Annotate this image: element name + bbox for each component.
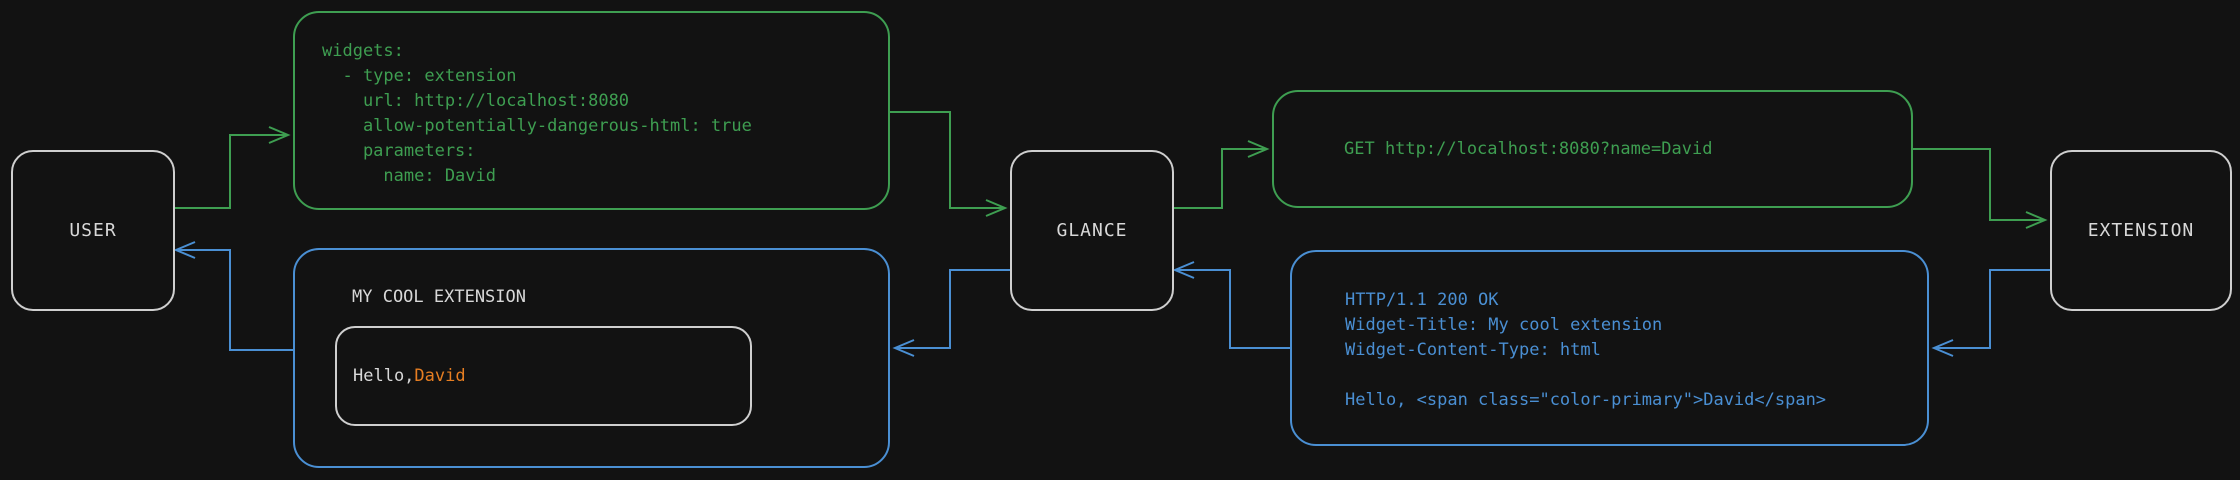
arrow-glance-to-request — [1170, 140, 1270, 209]
user-node: USER — [11, 150, 175, 311]
arrow-glance-to-widget — [892, 269, 1010, 357]
widget-title: MY COOL EXTENSION — [352, 287, 526, 307]
http-response-box: HTTP/1.1 200 OK Widget-Title: My cool ex… — [1290, 250, 1929, 446]
greeting-prefix: Hello, — [353, 366, 415, 386]
arrow-widget-to-user — [173, 241, 293, 351]
glance-node: GLANCE — [1010, 150, 1174, 311]
extension-node-label: EXTENSION — [2087, 220, 2195, 241]
yaml-config-code: widgets: - type: extension url: http://l… — [322, 41, 752, 186]
arrow-extension-to-response — [1931, 269, 2050, 357]
arrow-user-to-config — [171, 126, 291, 209]
user-node-label: USER — [69, 220, 117, 241]
glance-node-label: GLANCE — [1056, 220, 1128, 241]
yaml-config-box: widgets: - type: extension url: http://l… — [293, 11, 890, 210]
arrow-config-to-glance — [890, 111, 1008, 217]
http-response-code: HTTP/1.1 200 OK Widget-Title: My cool ex… — [1345, 290, 1827, 410]
rendered-widget-box: MY COOL EXTENSION Hello, David — [293, 248, 890, 468]
greeting-name: David — [414, 366, 466, 386]
http-request-box: GET http://localhost:8080?name=David — [1272, 90, 1913, 208]
widget-render-output: Hello, David — [335, 326, 752, 426]
arrow-response-to-glance — [1172, 261, 1290, 349]
arrow-request-to-extension — [1913, 148, 2048, 229]
http-request-text: GET http://localhost:8080?name=David — [1344, 139, 1713, 159]
extension-node: EXTENSION — [2050, 150, 2232, 311]
